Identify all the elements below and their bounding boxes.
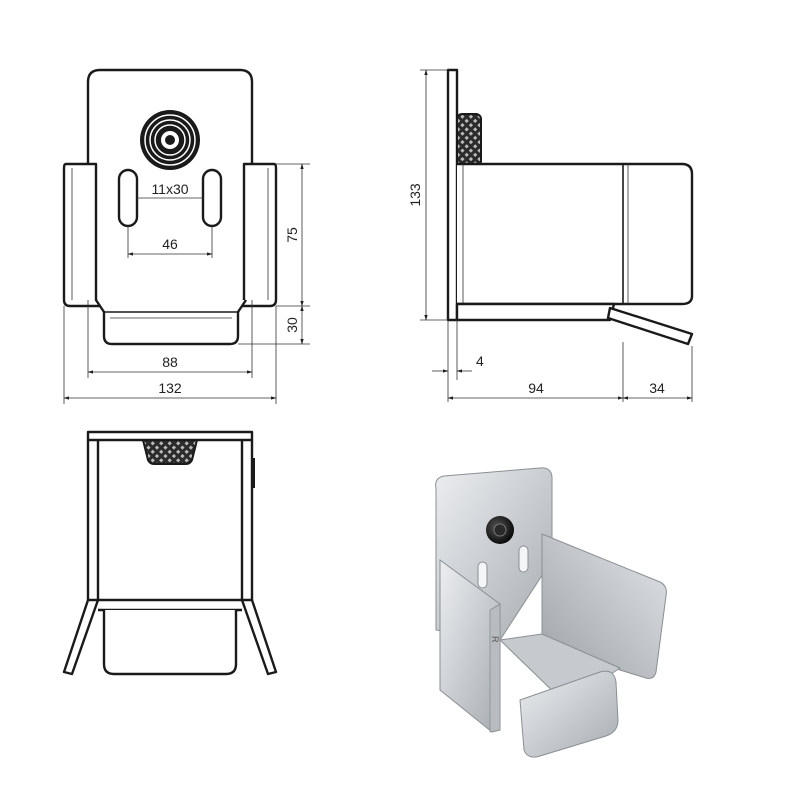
dim-slot-spacing: 46 — [162, 236, 178, 252]
left-side-wall — [62, 162, 104, 308]
dim-overall-height: 133 — [407, 183, 423, 207]
right-side-wall — [236, 162, 278, 308]
side-body — [457, 162, 694, 306]
front-view: 11x30 46 75 30 88 132 — [62, 68, 310, 404]
bottom-bumper — [141, 439, 199, 465]
dim-depth: 94 — [528, 380, 544, 396]
side-back-plate — [446, 68, 459, 322]
side-view: 133 4 94 34 — [407, 68, 694, 402]
back-plate — [86, 68, 254, 300]
side-bumper — [456, 113, 482, 167]
dim-lower-height: 30 — [284, 317, 300, 333]
product-illustration: R — [435, 467, 667, 758]
bottom-view — [62, 430, 278, 676]
bottom-plate — [102, 610, 238, 676]
slot-right — [201, 168, 223, 228]
dim-flap: 34 — [649, 380, 665, 396]
dim-overall-width: 132 — [158, 380, 182, 396]
svg-text:R: R — [490, 636, 500, 643]
dim-inner-width: 88 — [162, 354, 178, 370]
rubber-bumper — [140, 110, 200, 170]
dim-slot-label: 11x30 — [151, 181, 188, 197]
dim-side-height: 75 — [284, 227, 300, 243]
bottom-tray — [95, 299, 247, 346]
side-flap — [606, 306, 694, 346]
dim-plate-thickness: 4 — [476, 353, 484, 369]
illustration-flap — [519, 670, 619, 758]
slot-left — [117, 168, 139, 228]
